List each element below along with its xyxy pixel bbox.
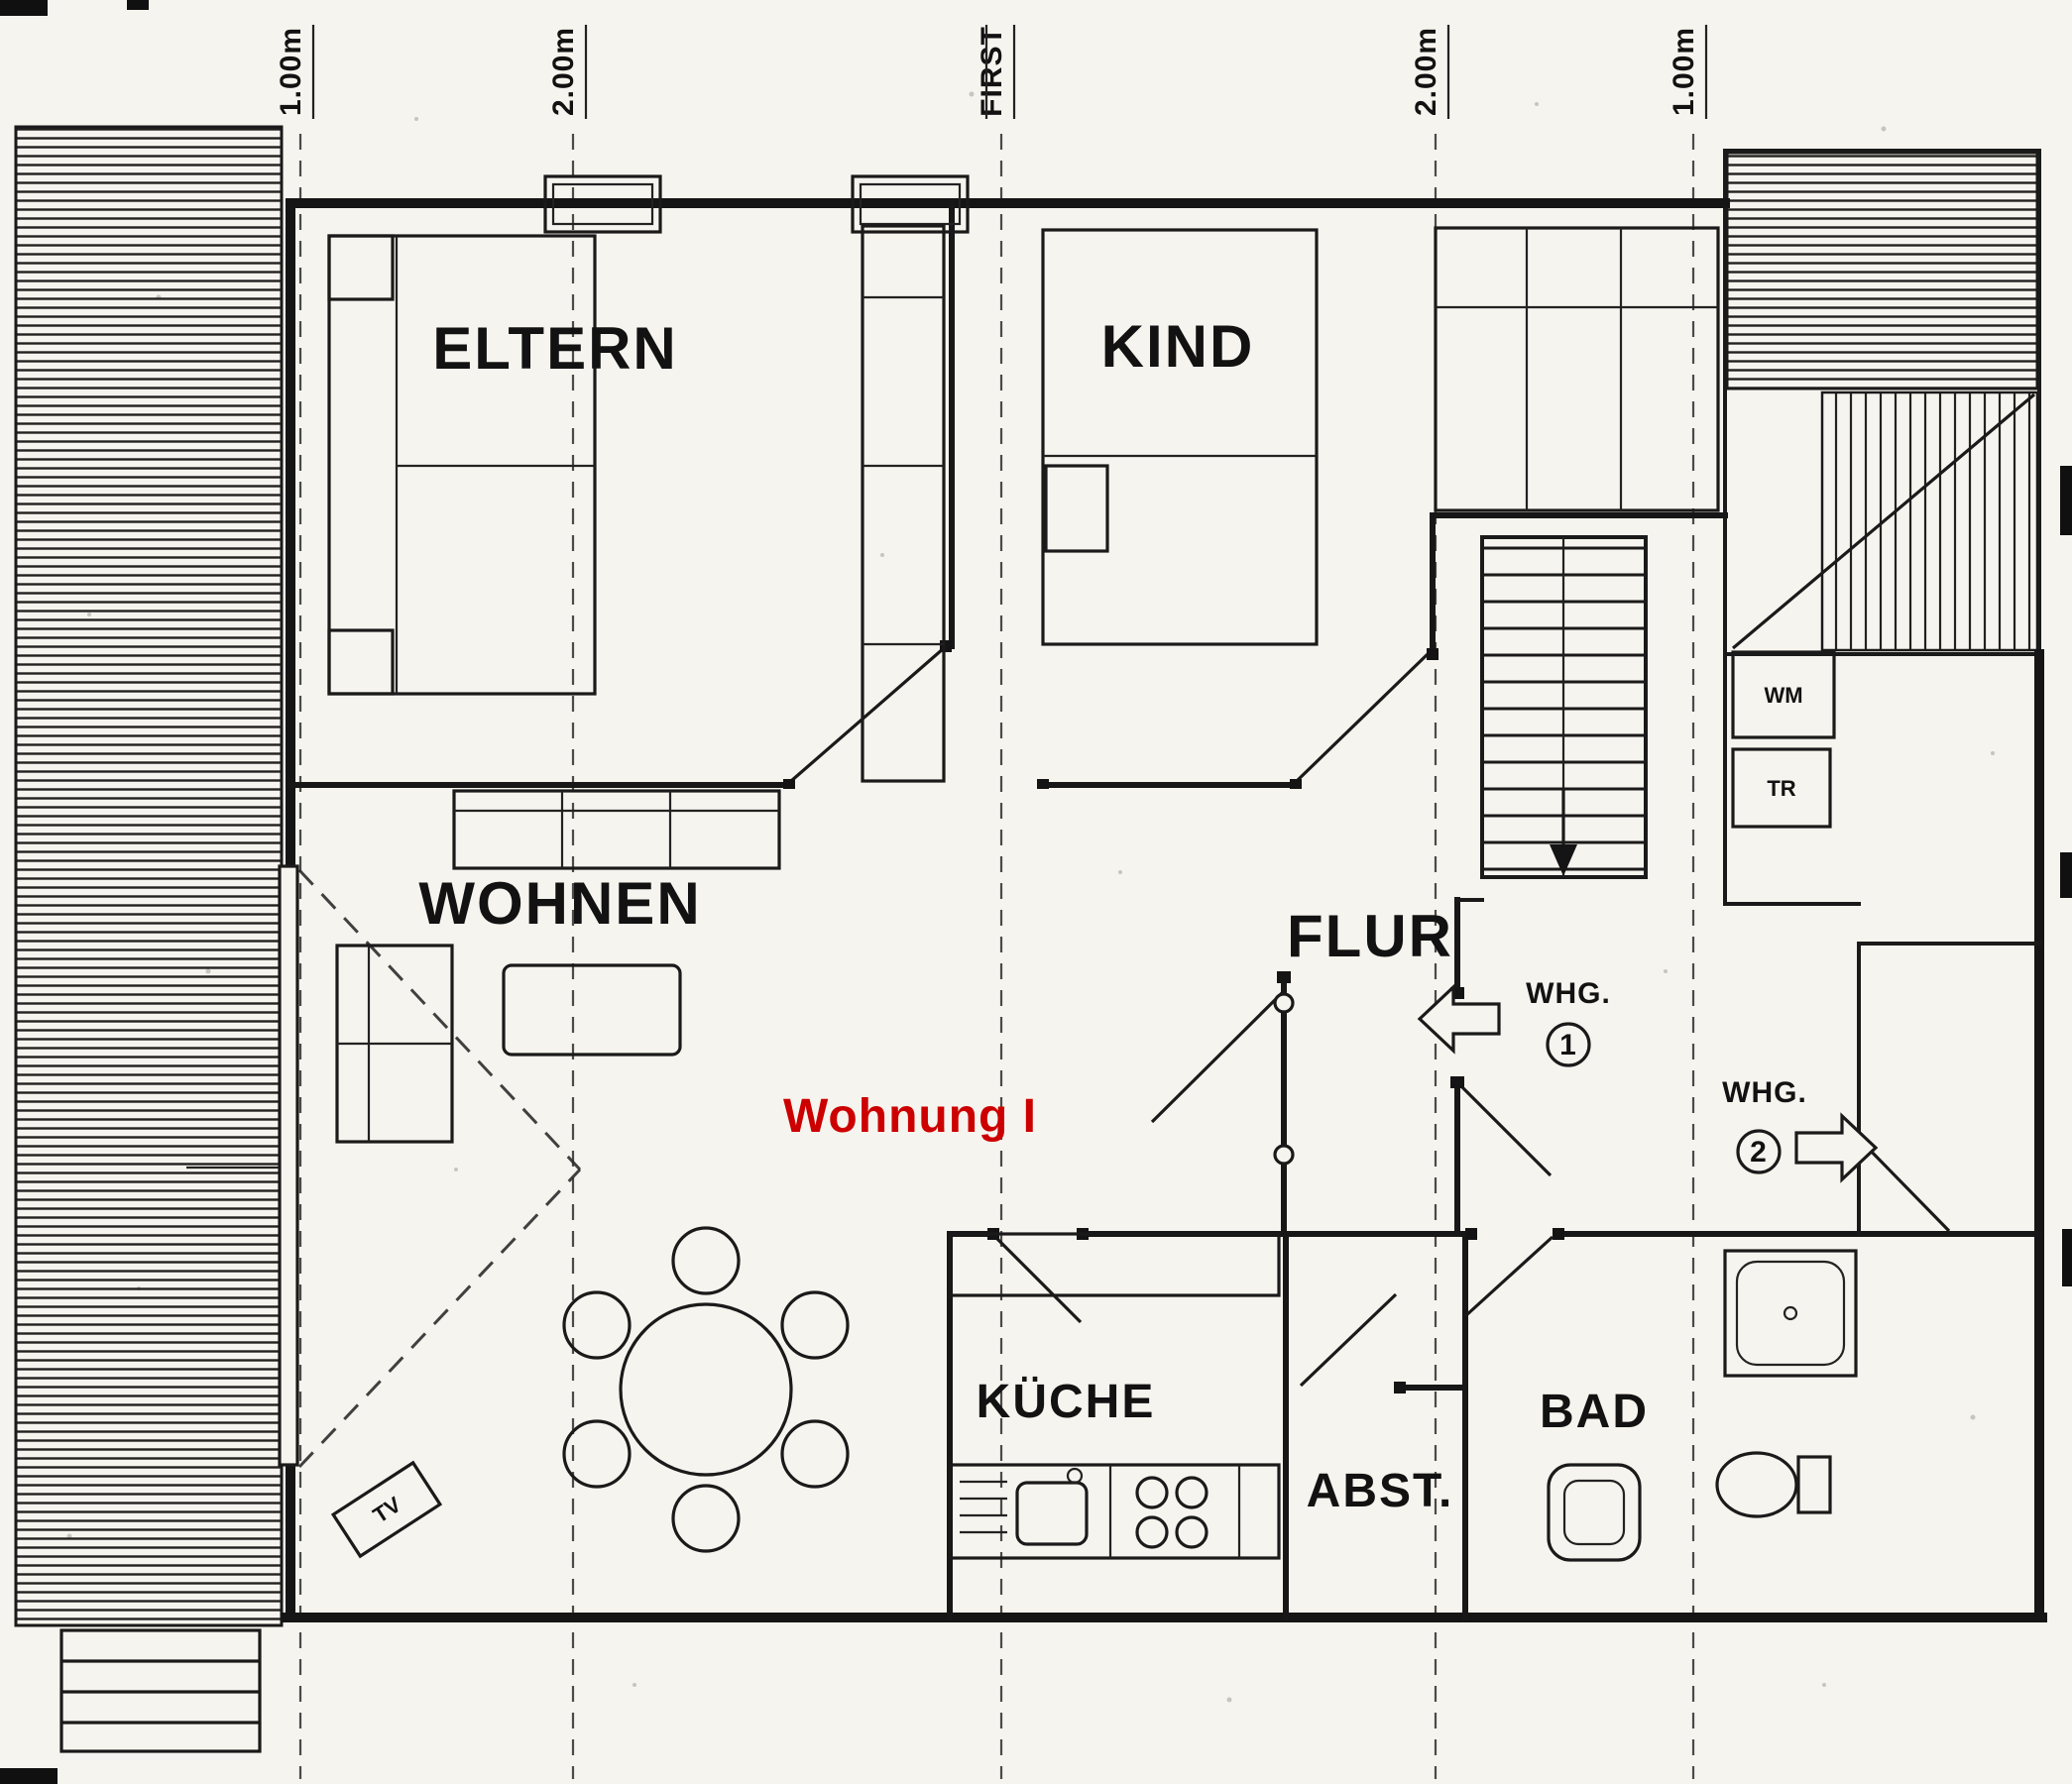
- entrances: WHG. 1 WHG. 2: [1417, 977, 1879, 1183]
- dimension-label-1: 1.00m: [275, 27, 307, 116]
- doors: [783, 640, 1951, 1394]
- whg1-number-circle: [1546, 1022, 1591, 1067]
- stairwell: [1723, 149, 2041, 656]
- kitchen-stove: [1135, 1476, 1209, 1549]
- dryer-label: TR: [1767, 776, 1795, 801]
- whg1-caption: WHG.: [1526, 977, 1611, 1010]
- dimension-label-3: 2.00m: [1410, 27, 1442, 116]
- roof-hatch-left: [14, 125, 284, 1627]
- room-label-kind: KIND: [1101, 313, 1255, 380]
- eltern-bed: [327, 234, 597, 696]
- dining-chair: [562, 1419, 632, 1489]
- furniture: TV: [327, 224, 1858, 1562]
- room-label-kueche: KÜCHE: [977, 1376, 1156, 1428]
- kitchen-counter-bottom: [948, 1463, 1281, 1560]
- entrance-arrow-whg2-icon: [1794, 1112, 1879, 1183]
- staircase: [1480, 535, 1648, 879]
- kind-bed: [1041, 228, 1319, 646]
- dining-chair: [780, 1419, 850, 1489]
- dryer: TR: [1731, 747, 1832, 829]
- dimension-label-4: 1.00m: [1668, 27, 1700, 116]
- exterior-steps: [59, 1628, 262, 1753]
- room-labels: ELTERN KIND WOHNEN FLUR KÜCHE ABST. BAD …: [418, 313, 1649, 1517]
- dining-chair: [780, 1290, 850, 1360]
- eltern-wardrobe: [861, 224, 946, 783]
- washbasin: [1547, 1463, 1642, 1562]
- dining-chair: [671, 1226, 741, 1295]
- sofa: [452, 789, 781, 870]
- roof-windows: [543, 174, 970, 234]
- whg1-number: 1: [1559, 1029, 1577, 1061]
- toilet: [1715, 1451, 1832, 1518]
- balcony-door: [278, 864, 299, 1467]
- room-label-wohnen: WOHNEN: [418, 870, 701, 937]
- dimension-labels: 1.00m 2.00m FIRST 2.00m 1.00m: [275, 25, 1708, 119]
- side-sofa: [335, 944, 454, 1144]
- ridge-label: FIRST: [976, 26, 1008, 117]
- coffee-table: [502, 963, 682, 1057]
- kitchen-sink: [960, 1467, 1089, 1546]
- room-label-eltern: ELTERN: [432, 315, 678, 382]
- whg2-number-circle: [1736, 1129, 1782, 1174]
- room-label-bad: BAD: [1540, 1386, 1649, 1438]
- tv-unit: TV: [330, 1460, 443, 1559]
- dining-table: [562, 1226, 850, 1553]
- room-label-abst: ABST.: [1307, 1465, 1454, 1517]
- kitchen-counter-top: [948, 1232, 1281, 1297]
- kind-wardrobe: [1434, 226, 1720, 512]
- stair-down-arrow-icon: [1550, 844, 1577, 876]
- shower: [1723, 1249, 1858, 1378]
- room-label-flur: FLUR: [1287, 903, 1453, 969]
- washing-machine-label: WM: [1764, 683, 1802, 708]
- entrance-arrow-whg1-icon: [1417, 983, 1501, 1055]
- dimension-label-2: 2.00m: [547, 27, 580, 116]
- whg2-caption: WHG.: [1722, 1076, 1807, 1109]
- whg2-number: 2: [1750, 1136, 1768, 1169]
- apartment-title: Wohnung I: [783, 1090, 1037, 1143]
- dining-chair: [671, 1484, 741, 1553]
- washing-machine: WM: [1731, 650, 1836, 739]
- dining-chair: [562, 1290, 632, 1360]
